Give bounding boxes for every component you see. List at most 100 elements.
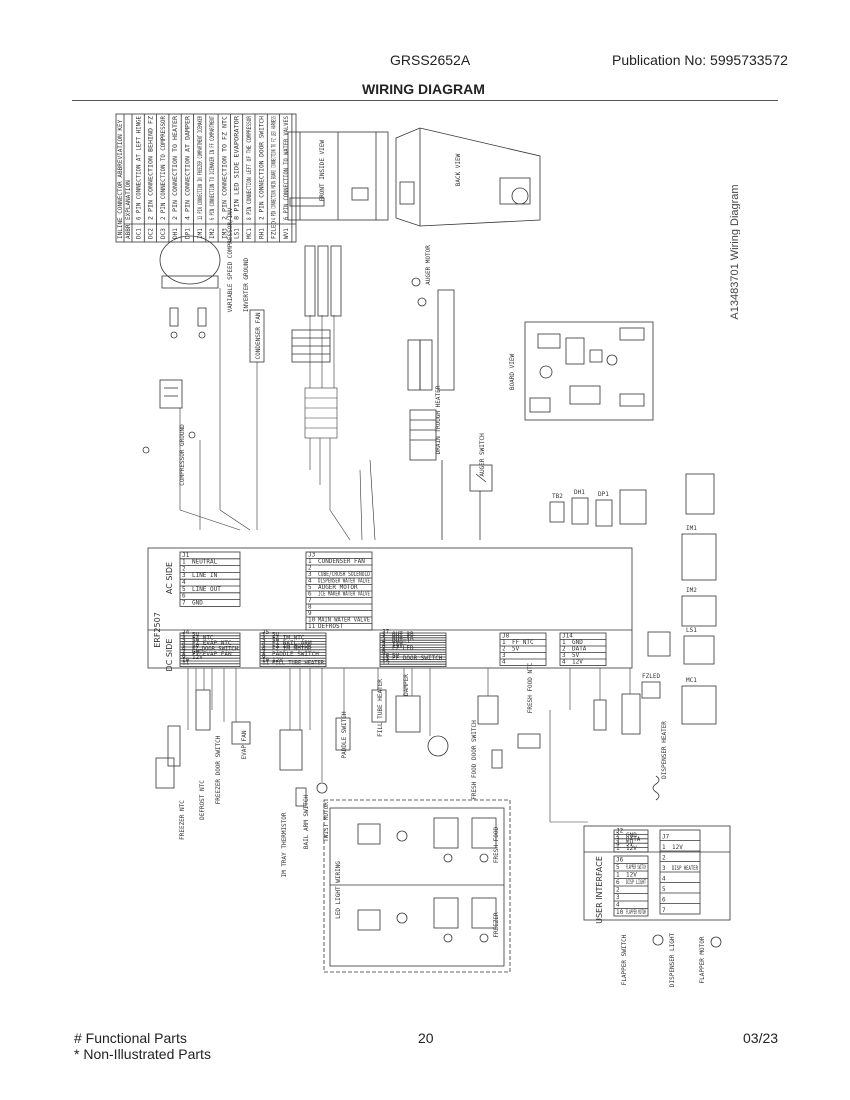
pin-function: LINE OUT (192, 586, 221, 593)
bail-arm-switch-label: BAIL ARM SWITCH (303, 795, 310, 850)
pin-function: 5V (192, 643, 200, 650)
compressor-ground: COMPRESSOR GROUND (142, 379, 196, 486)
pin-number: 7 (262, 648, 266, 655)
pin-number: 2 (662, 855, 666, 862)
pin-number: 11 (308, 623, 316, 630)
ac-side-label: AC SIDE (165, 562, 174, 594)
pin-function: GND (192, 648, 203, 655)
pin-number: 7 (382, 645, 386, 652)
pin-number: 3 (182, 637, 186, 644)
page-title: WIRING DIAGRAM (362, 81, 485, 97)
dc-harness (187, 668, 631, 823)
pin-function: FZ IM MOTOR (272, 643, 312, 650)
pin-number: 3 (616, 894, 620, 901)
pin-function: FZ LED (392, 645, 414, 652)
pin-number: 7 (662, 907, 666, 914)
pin-number: 6 (182, 646, 186, 653)
connector-mc1: MC1 (686, 677, 697, 684)
ff-door-switch-label: FRESH FOOD DOOR SWITCH (471, 720, 478, 800)
pin-number: 5 (182, 643, 186, 650)
legend-explanation: 6 PIN CONNECTION TO ICEMAKER IN FF COMPA… (209, 116, 216, 220)
pin-function: DATA (572, 646, 587, 653)
front-inside-view-label: FRONT INSIDE VIEW (319, 140, 326, 202)
legend-explanation: 2 PIN CONNECTION TO FZ NTC (221, 116, 228, 220)
inverter-ground-label: INVERTER GROUND (243, 258, 250, 313)
page-number: 20 (418, 1030, 434, 1046)
pin-number: 2 (182, 565, 186, 572)
legend-abbr: IM1 (197, 228, 204, 239)
compressor-label: VARIABLE SPEED COMPRESSOR/INV (227, 207, 234, 312)
pin-function: FZ IM NTC (272, 634, 305, 641)
pin-function: FZ NTC (192, 634, 214, 641)
connector-dh1: DH1 (574, 489, 585, 496)
freezer-door-switch-label: FREEZER DOOR SWITCH (215, 735, 222, 804)
legend-explanation: 6 PIN CONNECTION TO WATER VALVES (283, 116, 290, 220)
paddle-switch-label: PADDLE SWITCH (341, 711, 348, 758)
pin-number: 1 (182, 632, 186, 639)
led-light-wiring: LED LIGHT WIRING FRESH FOOD FREEZER (323, 799, 511, 973)
pin-function: 12V (192, 654, 203, 661)
ff-ntc-label: FRESH FOOD NTC (527, 662, 534, 713)
pin-number: 11 (262, 660, 270, 667)
pin-function: 5V (626, 841, 634, 848)
pin-number: 4 (182, 579, 186, 586)
pin-number: 1 (662, 844, 666, 851)
pin-number: 4 (616, 902, 620, 909)
pin-number: 5 (262, 643, 266, 650)
legend-explanation: 2 PIN CONNECTION BEHIND FZ (148, 116, 155, 220)
pin-number: 4 (182, 640, 186, 647)
pin-function: 5V (512, 646, 520, 653)
pin-number: 10 (182, 657, 190, 664)
pin-function: 5V (392, 652, 400, 659)
pin-number: 9 (308, 610, 312, 617)
legend-explanation: 4 PIN CONNECTION AT DAMPER (185, 116, 192, 220)
pin-function: FZ EVAP NTC (192, 640, 232, 647)
pin-number: 2 (382, 633, 386, 640)
wiring-diagram: INLINE CONNECTOR ABBREVIATION KEY ABBR E… (115, 113, 740, 987)
pin-number: 10 (382, 652, 390, 659)
user-interface-label: USER INTERFACE (595, 856, 604, 924)
functional-parts-note: # Functional Parts (74, 1030, 187, 1046)
front-inside-view: FRONT INSIDE VIEW (287, 131, 389, 221)
freezer-ntc-label: FREEZER NTC (179, 800, 186, 840)
pin-function: DEFROST (318, 623, 344, 630)
legend-col-explanation: EXPLANATION (125, 180, 132, 220)
lower-components: FREEZER NTC DEFROST NTC FREEZER DOOR SWI… (155, 662, 668, 878)
pin-number: 6 (382, 643, 386, 650)
pin-function: NEUTRAL (192, 559, 218, 566)
pin-function: MAIN WATER VALVE (318, 617, 370, 624)
pin-number: 3 (616, 836, 620, 843)
pin-function: 12V (626, 845, 637, 852)
pin-function: 5V (192, 637, 200, 644)
pin-number: 5 (182, 586, 186, 593)
connector-im1: IM1 (686, 525, 697, 532)
connector-name: J3 (308, 552, 316, 559)
pin-number: 4 (502, 659, 506, 666)
pin-number: 7 (182, 648, 186, 655)
legend-abbr: MC1 (246, 228, 253, 239)
non-illustrated-parts-note: * Non-Illustrated Parts (74, 1046, 211, 1062)
connector-tb2: TB2 (552, 493, 563, 500)
pin-number: 3 (308, 571, 312, 578)
connector-dp1: DP1 (598, 491, 609, 498)
legend-abbr: RH1 (258, 228, 265, 239)
compressor-assembly: VARIABLE SPEED COMPRESSOR/INV INVERTER G… (159, 207, 250, 339)
pin-function: 12V (672, 844, 683, 851)
pin-number: 2 (308, 565, 312, 572)
auger-switch: AUGER SWITCH (441, 433, 493, 540)
back-view: BACK VIEW (395, 127, 541, 227)
pin-function: FF NTC (512, 639, 534, 646)
ac-harness (179, 288, 376, 541)
pin-function: FZ IM MOTOR (272, 646, 312, 653)
pin-number: 3 (562, 652, 566, 659)
pin-function: OUT_1 (392, 638, 410, 645)
pin-number: 5 (382, 640, 386, 647)
defrost-ntc-label: DEFROST NTC (199, 780, 206, 820)
pin-number: 11 (382, 655, 390, 662)
pin-number: 4 (562, 659, 566, 666)
